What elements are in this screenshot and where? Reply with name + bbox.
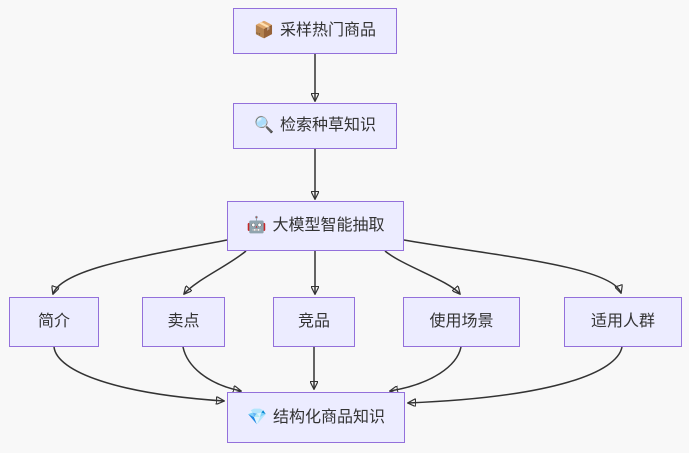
node-label-usage-scenarios: 使用场景 <box>429 313 494 330</box>
edge-extract-to-selling <box>184 250 247 294</box>
node-target-audience: 适用人群 <box>564 297 682 347</box>
node-label-competitors: 竞品 <box>297 313 330 330</box>
node-competitors: 竞品 <box>273 297 355 347</box>
node-intro: 简介 <box>9 297 99 347</box>
edge-selling-to-structured <box>182 346 241 391</box>
magnifying-glass-icon: 🔍 <box>254 117 274 134</box>
gem-icon: 💎 <box>247 408 267 426</box>
edge-extract-to-intro <box>53 239 228 294</box>
node-label-retrieve-seeding-knowledge: 检索种草知识 <box>279 117 376 134</box>
robot-icon: 🤖 <box>246 217 267 234</box>
node-llm-extraction: 🤖 大模型智能抽取 <box>227 201 404 251</box>
edge-extract-to-scenarios <box>384 250 460 294</box>
node-retrieve-seeding-knowledge: 🔍 检索种草知识 <box>233 103 397 149</box>
node-sample-hot-products: 📦 采样热门商品 <box>233 8 397 54</box>
edge-scenarios-to-structured <box>390 346 462 391</box>
node-label-target-audience: 适用人群 <box>590 313 655 330</box>
node-label-selling-points: 卖点 <box>167 313 200 330</box>
node-usage-scenarios: 使用场景 <box>403 297 520 347</box>
node-label-llm-extraction: 大模型智能抽取 <box>272 217 385 234</box>
node-label-structured-product-knowledge: 结构化商品知识 <box>272 408 385 426</box>
node-label-intro: 简介 <box>37 313 70 330</box>
edge-audience-to-structured <box>408 346 623 403</box>
edge-extract-to-audience <box>403 239 621 293</box>
edge-intro-to-structured <box>53 346 224 401</box>
node-selling-points: 卖点 <box>142 297 225 347</box>
node-label-sample-hot-products: 采样热门商品 <box>279 22 376 39</box>
package-icon: 📦 <box>254 22 274 39</box>
node-structured-product-knowledge: 💎 结构化商品知识 <box>227 392 405 443</box>
